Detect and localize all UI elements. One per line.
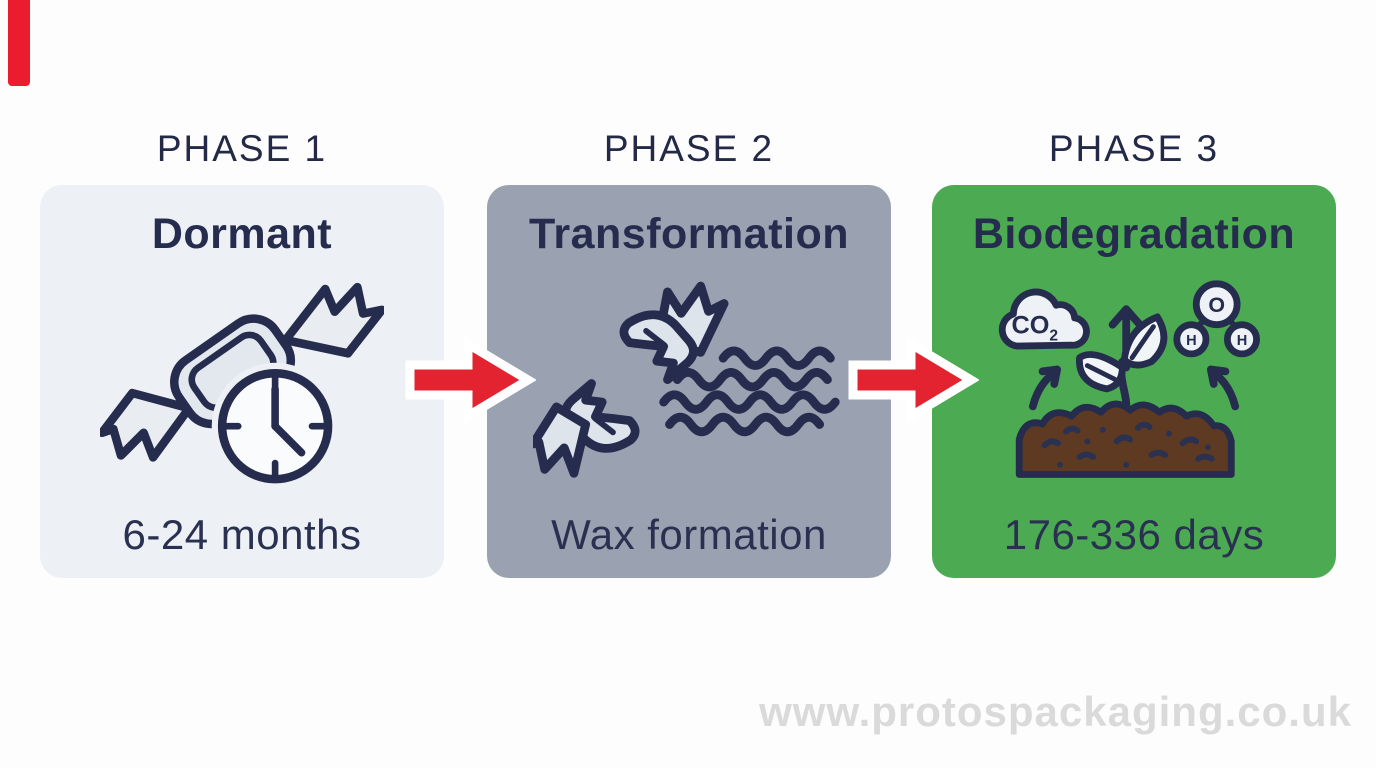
biodegradation-icon: CO2 O H H <box>998 280 1260 478</box>
hydrogen-atom-left <box>1173 321 1210 358</box>
flow-arrow-2 <box>848 336 979 424</box>
phase-1-column: PHASE 1 Dormant <box>40 126 444 578</box>
hydrogen-label-right: H <box>1237 333 1248 349</box>
oxygen-atom <box>1192 280 1241 329</box>
flow-arrow-1 <box>405 336 536 424</box>
phase-3-label: PHASE 3 <box>1048 128 1220 169</box>
water-molecule-icon: O H H <box>1173 280 1260 358</box>
curved-arrow-right-icon <box>1206 365 1240 411</box>
hydrogen-label-left: H <box>1186 333 1197 349</box>
phase-1-caption: 6-24 months <box>122 510 362 558</box>
oxygen-label: O <box>1208 293 1225 317</box>
sprout-icon <box>1076 313 1168 419</box>
hydrogen-atom-right <box>1223 321 1260 358</box>
phase-1-icon-area <box>40 258 444 512</box>
co2-label: CO2 <box>1011 311 1058 344</box>
candy-crease-line <box>643 328 667 348</box>
phase-1-label: PHASE 1 <box>156 128 328 169</box>
soil-speckles <box>1041 421 1215 462</box>
candy-wrapper-bow-left <box>100 388 194 462</box>
phase-2-column: PHASE 2 Transformation <box>487 126 891 578</box>
curved-arrow-left-icon <box>1028 365 1062 411</box>
candy-wrapper-bow-right <box>281 282 384 358</box>
arrow-right-icon <box>405 336 536 424</box>
candy-wrapper-bow-bottom <box>533 402 591 478</box>
wave-line <box>718 346 835 370</box>
soil-dots <box>1057 426 1211 468</box>
phase-3-icon-area: CO2 O H H <box>932 258 1336 512</box>
leaf-vein <box>1129 324 1156 361</box>
candy-crease-line <box>592 415 616 436</box>
phase-2-icon-area <box>487 258 891 512</box>
co2-cloud-icon <box>998 288 1090 350</box>
broken-candy-upper-half <box>619 310 698 385</box>
wax-wave-lines <box>659 346 840 437</box>
phase-2-label: PHASE 2 <box>603 128 775 169</box>
wrapped-candy-clock-icon <box>100 282 384 490</box>
watermark: www.protospackaging.co.uk <box>759 688 1352 735</box>
phase-3-panel: Biodegradation CO2 <box>932 185 1336 578</box>
wave-line <box>659 390 840 414</box>
phase-3-title: Biodegradation <box>972 210 1296 258</box>
phase-1-title: Dormant <box>151 210 333 258</box>
red-corner-marker <box>8 0 30 86</box>
broken-candy-wax-icon <box>533 281 840 478</box>
wave-line <box>665 412 825 437</box>
arrow-right-icon <box>848 336 979 424</box>
phase-2-title: Transformation <box>529 210 849 258</box>
clock-hands <box>271 385 306 456</box>
wave-line <box>672 368 832 392</box>
phase-3-caption: 176-336 days <box>1003 510 1265 558</box>
leaf-vein <box>1084 363 1117 382</box>
phase-2-panel: Transformation <box>487 185 891 578</box>
phase-3-column: PHASE 3 Biodegradation CO2 <box>932 126 1336 578</box>
phase-2-caption: Wax formation <box>551 510 827 558</box>
phase-1-panel: Dormant <box>40 185 444 578</box>
